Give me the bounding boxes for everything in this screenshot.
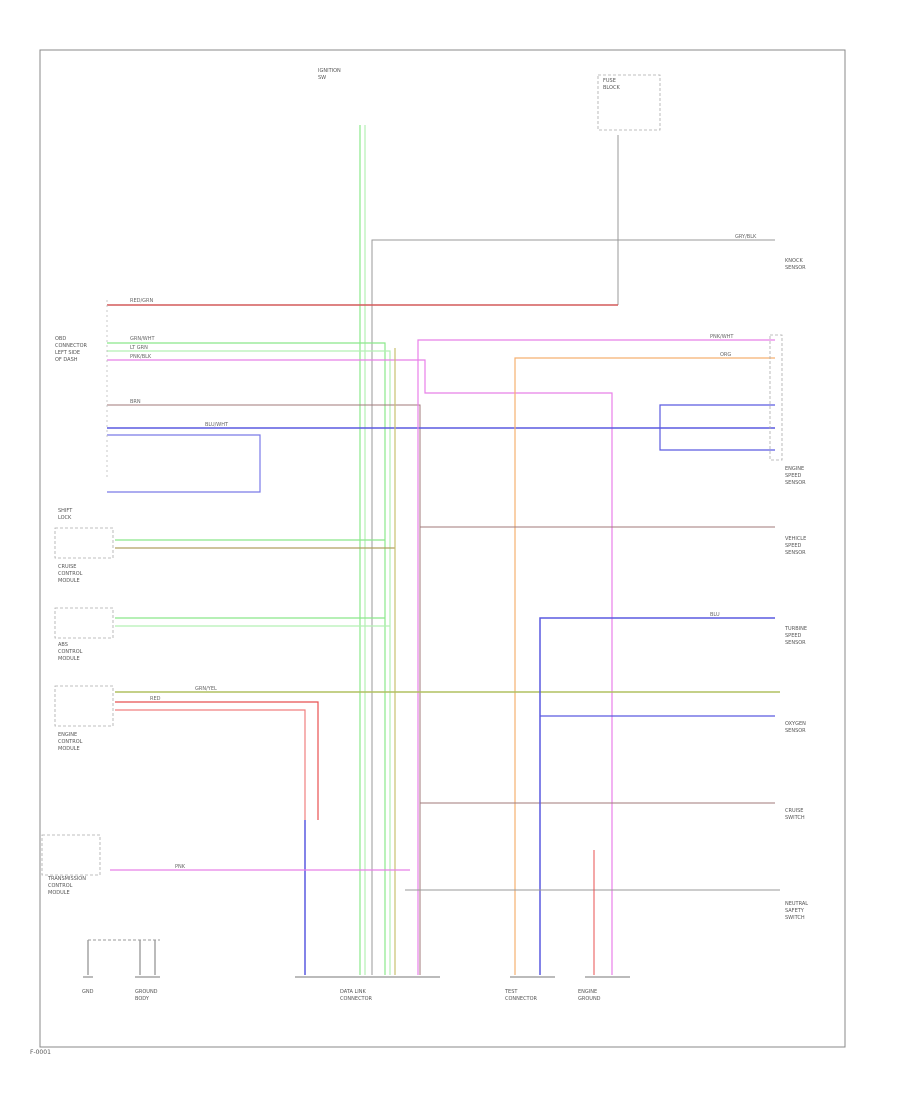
wire-red-bot-2 [115, 709, 306, 820]
wire-label-pink-bot: PNK [175, 864, 186, 870]
label-right4-1: SPEED [785, 633, 802, 639]
label-left-box5-0: TRANSMISSION [47, 876, 86, 882]
label-left-main-1: CONNECTOR [55, 343, 88, 349]
label-ignition-top-1: SW [318, 75, 326, 81]
left-box1-outline [54, 527, 114, 559]
fuse-box-outline [597, 74, 661, 131]
label-left-main-2: LEFT SIDE [55, 350, 80, 356]
label-bottom-left-0: GND [82, 989, 94, 995]
wire-green-2 [107, 350, 391, 975]
label-left-box3-0: ABS [58, 642, 68, 648]
wire-label-green-yel: GRN/YEL [195, 686, 217, 692]
component-boxes [41, 74, 783, 876]
label-left-box2-0: CRUISE [58, 564, 76, 570]
label-right3-2: SENSOR [785, 550, 806, 556]
wire-label-green1: GRN/WHT [130, 336, 155, 342]
wire-label-green2: LT GRN [130, 345, 148, 351]
label-ignition-top-0: IGNITION [318, 68, 341, 74]
left-box3-outline [54, 685, 114, 727]
label-left-box3-2: MODULE [58, 656, 80, 662]
wire-labels: GRY/BLK RED/GRN GRN/WHT LT GRN PNK/BLK B… [130, 234, 757, 870]
label-left-box4-0: ENGINE [58, 732, 77, 738]
wire-pink-right [417, 339, 775, 975]
label-right2-2: SENSOR [785, 480, 806, 486]
wire-label-top-gray: GRY/BLK [735, 234, 757, 240]
wire-blue-right-v [539, 617, 775, 975]
label-left-box5-2: MODULE [48, 890, 70, 896]
label-right3-0: VEHICLE [785, 536, 806, 542]
wire-pink-1 [107, 359, 613, 975]
left-box2-outline [54, 607, 114, 639]
label-right1-1: SENSOR [785, 265, 806, 271]
wire-blue-2 [107, 434, 261, 493]
label-left-box1-1: LOCK [58, 515, 72, 521]
label-right6-0: CRUISE [785, 808, 803, 814]
label-left-box3-1: CONTROL [58, 649, 83, 655]
wire-green-1 [107, 342, 386, 975]
label-bottom-right-0: ENGINE [578, 989, 597, 995]
wire-label-blue-main: BLU/WHT [205, 422, 229, 428]
label-right6-1: SWITCH [785, 815, 805, 821]
wire-label-red-main: RED/GRN [130, 298, 154, 304]
label-bottom-mid-0: TEST [504, 989, 518, 995]
label-bottom-center-0: DATA LINK [340, 989, 366, 995]
wire-red-bot [115, 701, 319, 820]
label-left-box4-1: CONTROL [58, 739, 83, 745]
label-right5-1: SENSOR [785, 728, 806, 734]
label-bottom-mid-1: CONNECTOR [505, 996, 538, 1002]
label-left-main-0: OBD [55, 336, 66, 342]
label-right5-0: OXYGEN [785, 721, 806, 727]
label-right7-2: SWITCH [785, 915, 805, 921]
label-left-box5-1: CONTROL [48, 883, 73, 889]
label-left-box4-2: MODULE [58, 746, 80, 752]
label-left-box2-1: CONTROL [58, 571, 83, 577]
wire-label-pink-right: PNK/WHT [710, 334, 734, 340]
wire-label-blue-bot: BLU [710, 612, 720, 618]
footer-code: F-0001 [30, 1049, 51, 1056]
wire-gray-top [371, 239, 775, 975]
wire-label-pink1: PNK/BLK [130, 354, 152, 360]
wire-orange [514, 357, 775, 975]
label-right4-0: TURBINE [784, 626, 807, 632]
label-bottom-center-1: CONNECTOR [340, 996, 373, 1002]
label-left-box1-0: SHIFT [58, 508, 73, 514]
diagram-frame [39, 49, 846, 1048]
wire-brown-1 [107, 404, 421, 975]
right-conn1-outline [769, 334, 783, 461]
label-right1-0: KNOCK [785, 258, 803, 264]
label-bottom-right-1: GROUND [578, 996, 601, 1002]
label-bottom-ground-1: BODY [135, 996, 150, 1002]
wire-label-brown: BRN [130, 399, 141, 405]
label-left-box2-2: MODULE [58, 578, 80, 584]
label-right3-1: SPEED [785, 543, 802, 549]
wire-group [87, 125, 780, 975]
label-right2-0: ENGINE [785, 466, 804, 472]
wire-label-orange: ORG [720, 352, 731, 358]
label-right7-0: NEUTRAL [785, 901, 808, 907]
label-left-main-3: OF DASH [55, 357, 78, 363]
left-box4-outline [41, 834, 101, 876]
label-fuse-top-right-0: FUSE [603, 78, 616, 84]
label-bottom-ground-0: GROUND [135, 989, 158, 995]
label-right2-1: SPEED [785, 473, 802, 479]
wire-label-red-bot: RED [150, 696, 161, 702]
label-fuse-top-right-1: BLOCK [603, 85, 620, 91]
label-right7-1: SAFETY [785, 908, 805, 914]
label-right4-2: SENSOR [785, 640, 806, 646]
